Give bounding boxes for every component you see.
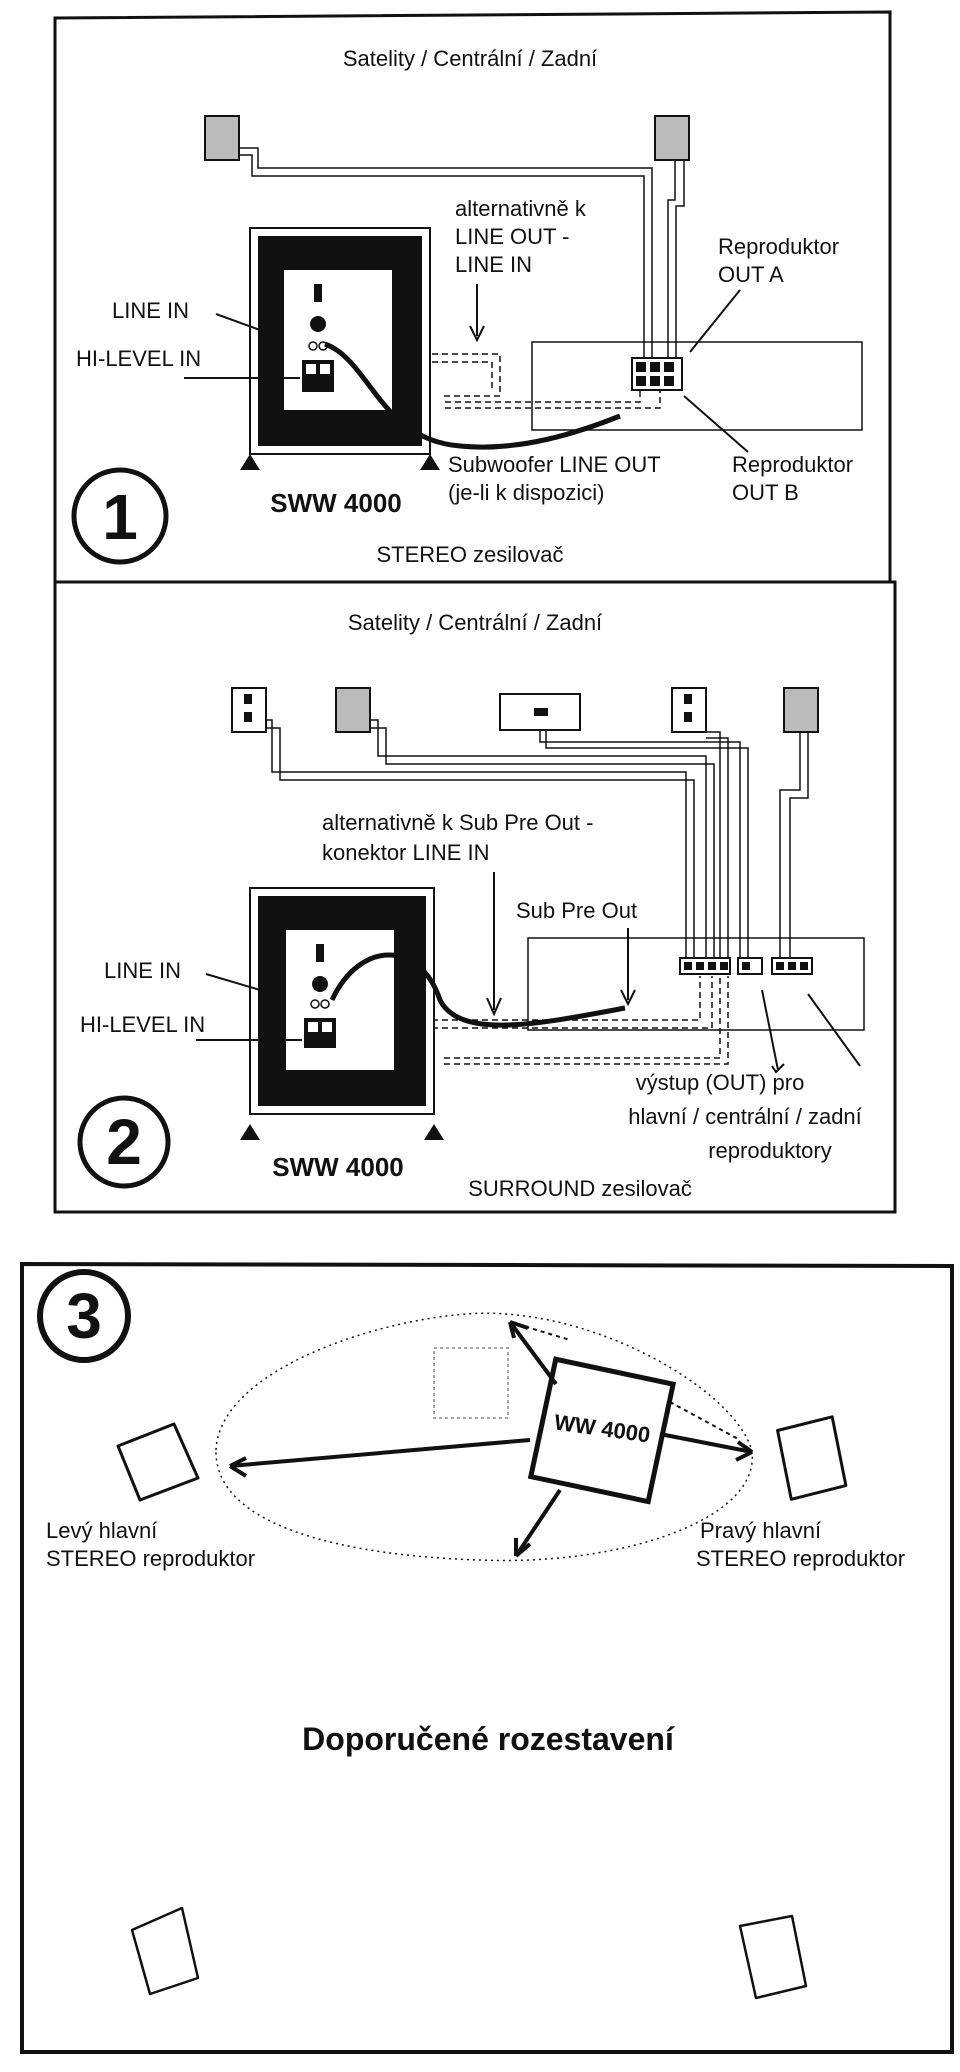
surround-amplifier	[527, 937, 865, 1031]
subwoofer-cable	[324, 341, 621, 450]
panel-1-title: Satelity / Centrální / Zadní	[343, 46, 597, 71]
model-name: SWW 4000	[270, 488, 402, 518]
subwoofer-unit-2	[240, 887, 444, 1140]
speaker-wires	[239, 147, 685, 358]
placement-heading: Doporučené rozestavení	[302, 1721, 675, 1757]
outputs-label-2: hlavní / centrální / zadní	[628, 1104, 862, 1129]
out-b-label-1: Reproduktor	[732, 452, 853, 477]
alt-arrow	[469, 284, 485, 343]
out-a-label-1: Reproduktor	[718, 234, 839, 259]
alt-arrow-2	[486, 872, 502, 1017]
sub-line-out-label-1: Subwoofer LINE OUT	[448, 452, 661, 477]
amplifier-label: STEREO zesilovač	[376, 542, 563, 567]
out-b-label-2: OUT B	[732, 480, 799, 505]
placement-arrows	[228, 1320, 754, 1558]
surround-dashed-connections	[322, 976, 729, 1065]
rear-right-speaker-icon	[738, 1914, 808, 2000]
left-speaker-label-2: STEREO reproduktor	[46, 1546, 255, 1571]
output-arrow-1	[761, 989, 785, 1074]
alt-position-ghost	[433, 1347, 509, 1419]
right-speaker-label-2: STEREO reproduktor	[696, 1546, 905, 1571]
alt-label-line-2: konektor LINE IN	[322, 840, 490, 865]
line-in-leader-2	[205, 973, 261, 991]
panel-number-badge-3	[37, 1269, 131, 1363]
left-speaker-label-1: Levý hlavní	[46, 1518, 157, 1543]
sub-pre-out-label: Sub Pre Out	[516, 898, 637, 923]
panel-2-title: Satelity / Centrální / Zadní	[348, 610, 602, 635]
out-b-arrow	[683, 395, 749, 453]
panel-2-surround: Satelity / Centrální / Zadní	[53, 580, 897, 1214]
alt-label-line-1: alternativně k	[455, 196, 587, 221]
line-in-label-2: LINE IN	[104, 958, 181, 983]
surround-speaker-wires	[266, 719, 809, 960]
panel-number-badge	[71, 467, 169, 565]
subwoofer-unit	[240, 227, 440, 470]
line-in-leader	[215, 313, 261, 331]
right-speaker-label-1: Pravý hlavní	[700, 1518, 821, 1543]
sub-line-out-label-2: (je-li k dispozici)	[448, 480, 604, 505]
out-a-arrow	[689, 289, 741, 353]
alt-label-line-3: LINE IN	[455, 252, 532, 277]
alt-label-line-1: alternativně k Sub Pre Out -	[322, 810, 593, 835]
surround-speakers	[231, 687, 819, 733]
panel-number-2: 2	[106, 1106, 142, 1178]
line-in-label: LINE IN	[112, 298, 189, 323]
hi-level-in-label-2: HI-LEVEL IN	[80, 1012, 205, 1037]
subwoofer-position	[527, 1356, 677, 1505]
panel-number-badge-2	[77, 1095, 171, 1189]
alt-label-line-2: LINE OUT -	[455, 224, 570, 249]
stereo-amplifier	[531, 341, 863, 431]
surround-terminals	[679, 957, 813, 975]
satellite-speaker-left-icon	[204, 115, 240, 161]
satellite-speaker-right-icon	[654, 115, 690, 161]
amplifier-label-2: SURROUND zesilovač	[468, 1176, 692, 1201]
panel-1-stereo: Satelity / Centrální / Zadní	[53, 10, 892, 584]
left-speaker-icon	[116, 1422, 200, 1502]
model-name-2: SWW 4000	[272, 1152, 404, 1182]
output-arrow-2	[807, 993, 861, 1067]
sub-pre-out-cable	[329, 952, 626, 1028]
panel-number-3: 3	[66, 1280, 102, 1352]
outputs-label-3: reproduktory	[708, 1138, 832, 1163]
speaker-terminals	[631, 357, 683, 391]
out-a-label-2: OUT A	[718, 262, 784, 287]
right-speaker-icon	[776, 1415, 848, 1501]
panel-3-placement: 3 WW 4000 Levý hlavní STEREO reprodu	[20, 1261, 954, 2054]
hi-level-in-label: HI-LEVEL IN	[76, 346, 201, 371]
rear-left-speaker-icon	[130, 1906, 200, 1996]
panel-number: 1	[102, 481, 138, 553]
sub-pre-out-arrow	[620, 928, 636, 1007]
outputs-label-1: výstup (OUT) pro	[636, 1070, 805, 1095]
